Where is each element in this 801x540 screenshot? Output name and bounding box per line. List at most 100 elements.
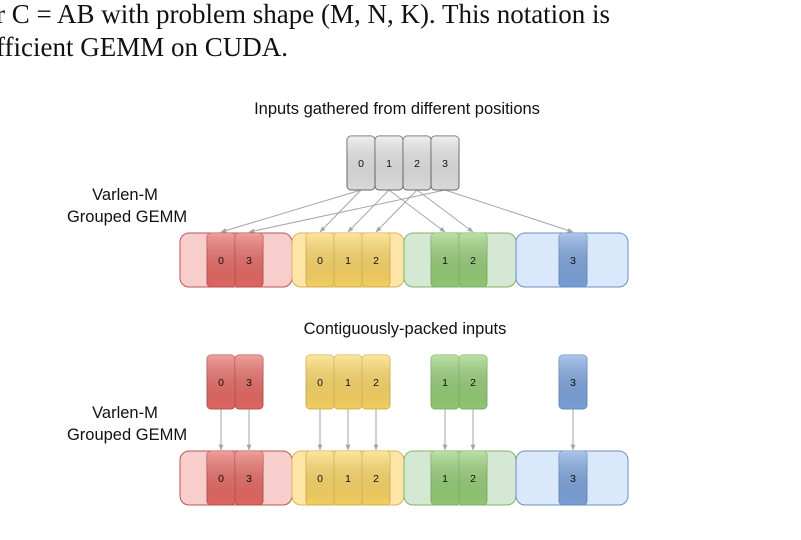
top-group-yellow-cell-1: 1 — [333, 232, 363, 288]
top-input-2: 2 — [402, 135, 432, 191]
bottom-group-yellow-cell-1: 1 — [333, 450, 363, 506]
bottom-packed-yellow-2-shade — [362, 355, 390, 409]
bottom-group-yellow-cell-0: 0 — [305, 450, 335, 506]
bottom-packed-green-1-label: 1 — [442, 377, 448, 389]
top-input-3-shade — [431, 136, 459, 190]
top-group-yellow-cell-2-label: 2 — [373, 255, 379, 267]
bottom-packed-yellow-2: 2 — [361, 354, 391, 410]
header-line-1: r C = AB with problem shape (M, N, K). T… — [0, 0, 610, 29]
bottom-packed-yellow-2-label: 2 — [373, 377, 379, 389]
bottom-group-yellow-cell-0-shade — [306, 451, 334, 505]
top-group-red-cell-3: 3 — [234, 232, 264, 288]
top-arrow-2-to-yellow — [375, 189, 418, 233]
top-group-yellow-cell-1-label: 1 — [345, 255, 351, 267]
top-group-red-cell-3-shade — [235, 233, 263, 287]
bottom-packed-yellow-0-shade — [306, 355, 334, 409]
bottom-packed-blue-3-label: 3 — [570, 377, 576, 389]
top-side-label-line-2: Grouped GEMM — [67, 208, 187, 226]
top-group-yellow-cell-2: 2 — [361, 232, 391, 288]
bottom-packed-blue-3: 3 — [558, 354, 588, 410]
bottom-packed-red-0-shade — [207, 355, 235, 409]
top-group-green-cell-1-label: 1 — [442, 255, 448, 267]
bottom-section-title: Contiguously-packed inputs — [304, 320, 507, 338]
bottom-packed-arrows — [218, 409, 576, 451]
bottom-packed-yellow-1-label: 1 — [345, 377, 351, 389]
bottom-packed-red-3-label: 3 — [246, 377, 252, 389]
bottom-packed-red-0-label: 0 — [218, 377, 224, 389]
bottom-group-green-cell-2: 2 — [458, 450, 488, 506]
bottom-packed-blue-3-shade — [559, 355, 587, 409]
top-gather-arrows — [220, 189, 574, 234]
bottom-group-green-cell-2-label: 2 — [470, 473, 476, 485]
bottom-packed-red-3: 3 — [234, 354, 264, 410]
bottom-group-yellow-cell-2-label: 2 — [373, 473, 379, 485]
top-group-yellow-cell-2-shade — [362, 233, 390, 287]
top-arrow-1-to-yellow — [347, 189, 390, 233]
top-input-0: 0 — [346, 135, 376, 191]
top-section-title: Inputs gathered from different positions — [254, 100, 540, 118]
bottom-group-blue-cell-3-shade — [559, 451, 587, 505]
top-input-1-shade — [375, 136, 403, 190]
top-group-blue: 3 — [515, 232, 629, 288]
bottom-group-red-cell-3: 3 — [234, 450, 264, 506]
bottom-group-green-cell-1-label: 1 — [442, 473, 448, 485]
top-input-3-label: 3 — [442, 158, 448, 170]
top-group-green-cell-2-shade — [459, 233, 487, 287]
top-group-red-cell-3-label: 3 — [246, 255, 252, 267]
bottom-side-label-line-1: Varlen-M — [92, 404, 158, 422]
bottom-packed-yellow-1: 1 — [333, 354, 363, 410]
top-group-green-cell-1-shade — [431, 233, 459, 287]
top-group-yellow-cell-1-shade — [334, 233, 362, 287]
top-arrow-0-to-yellow — [319, 189, 362, 233]
bottom-group-yellow-cell-2-shade — [362, 451, 390, 505]
top-group-blue-cell-3-shade — [559, 233, 587, 287]
bottom-group-blue: 3 — [515, 450, 629, 506]
top-group-red-cell-0-label: 0 — [218, 255, 224, 267]
bottom-packed-red-0: 0 — [206, 354, 236, 410]
bottom-group-red-cell-0: 0 — [206, 450, 236, 506]
top-group-green-cell-1: 1 — [430, 232, 460, 288]
bottom-group-green-cell-1-shade — [431, 451, 459, 505]
bottom-group-red-cell-3-shade — [235, 451, 263, 505]
top-arrow-3-to-blue — [444, 189, 574, 233]
bottom-group-blue-cell-3: 3 — [558, 450, 588, 506]
top-input-3: 3 — [430, 135, 460, 191]
top-group-green-cell-2: 2 — [458, 232, 488, 288]
top-group-red-cell-0-shade — [207, 233, 235, 287]
top-group-red-cell-0: 0 — [206, 232, 236, 288]
top-group-blue-cell-3: 3 — [558, 232, 588, 288]
bottom-packed-green-2: 2 — [458, 354, 488, 410]
top-input-1-label: 1 — [386, 158, 392, 170]
bottom-packed-yellow-0-label: 0 — [317, 377, 323, 389]
top-group-green-cell-2-label: 2 — [470, 255, 476, 267]
top-input-2-label: 2 — [414, 158, 420, 170]
top-input-0-label: 0 — [358, 158, 364, 170]
top-group-yellow-cell-0-shade — [306, 233, 334, 287]
bottom-group-green-cell-1: 1 — [430, 450, 460, 506]
top-arrow-1-to-green — [388, 189, 446, 233]
top-input-0-shade — [347, 136, 375, 190]
bottom-packed-green-2-shade — [459, 355, 487, 409]
bottom-packed-green-1: 1 — [430, 354, 460, 410]
top-input-1: 1 — [374, 135, 404, 191]
top-group-yellow-cell-0: 0 — [305, 232, 335, 288]
top-arrow-3-to-red — [248, 189, 446, 234]
bottom-group-red-cell-3-label: 3 — [246, 473, 252, 485]
top-input-2-shade — [403, 136, 431, 190]
bottom-side-label-line-2: Grouped GEMM — [67, 426, 187, 444]
top-side-label-line-1: Varlen-M — [92, 186, 158, 204]
bottom-packed-yellow-1-shade — [334, 355, 362, 409]
bottom-group-yellow-cell-1-label: 1 — [345, 473, 351, 485]
bottom-packed-green-1-shade — [431, 355, 459, 409]
bottom-packed-yellow-0: 0 — [305, 354, 335, 410]
bottom-group-red-cell-0-shade — [207, 451, 235, 505]
